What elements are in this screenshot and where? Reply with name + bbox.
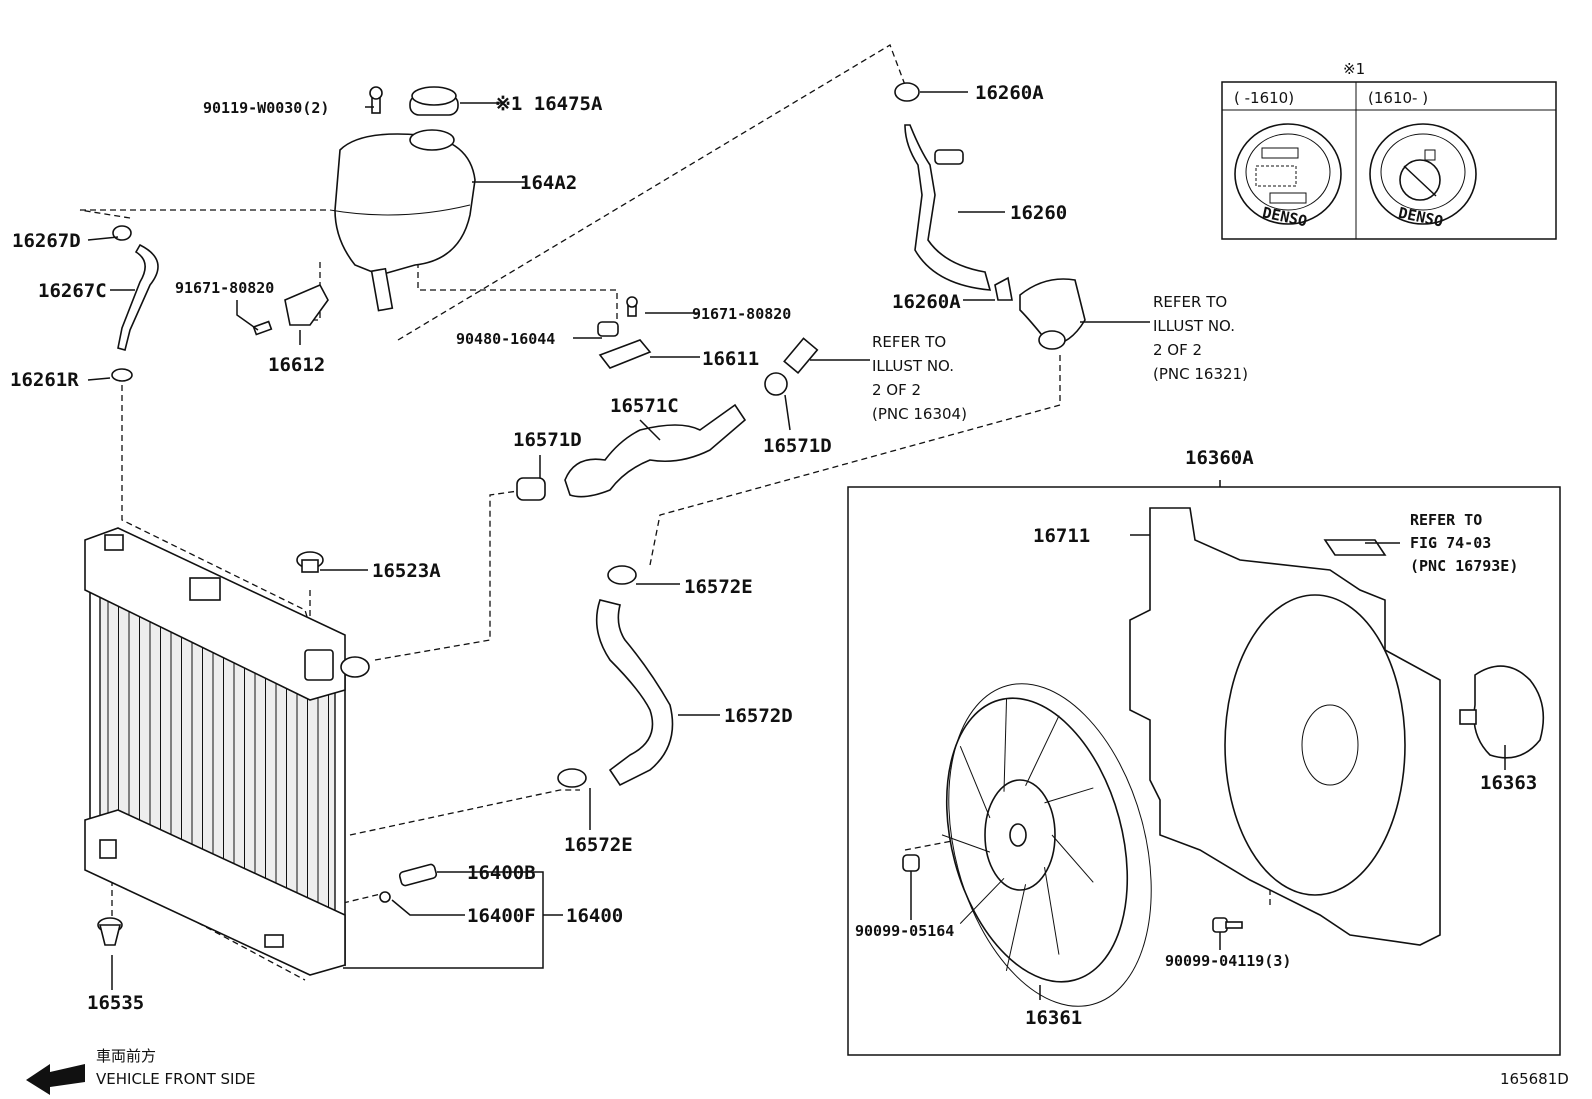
callout-16611: 16611 bbox=[702, 348, 759, 370]
leader-lines bbox=[87, 91, 1506, 1000]
fan-blade bbox=[1044, 787, 1094, 804]
fan-assembly bbox=[847, 480, 1561, 1056]
svg-text:ILLUST NO.: ILLUST NO. bbox=[872, 357, 954, 375]
refer-note-16321: REFER TO ILLUST NO. 2 OF 2 (PNC 16321) bbox=[1153, 293, 1248, 383]
fan-blade bbox=[959, 877, 1005, 924]
diagram-id: 165681D bbox=[1500, 1070, 1569, 1088]
svg-text:(PNC 16793E): (PNC 16793E) bbox=[1410, 557, 1518, 575]
lower-hose-16572D bbox=[557, 565, 674, 788]
callout-91671-a: 91671-80820 bbox=[175, 279, 274, 297]
fan-blades bbox=[941, 699, 1094, 971]
bracket-16612 bbox=[252, 283, 329, 336]
fan-blade bbox=[1025, 715, 1060, 786]
callout-164A2: 164A2 bbox=[520, 172, 577, 194]
svg-text:REFER TO: REFER TO bbox=[1153, 293, 1227, 311]
callout-labels: 16267D 16267C 16261R 90119-W0030(2) ※1 1… bbox=[10, 82, 1537, 1029]
callout-16260: 16260 bbox=[1010, 202, 1067, 224]
arrow-left-icon bbox=[26, 1064, 85, 1095]
fan-blade bbox=[959, 746, 991, 819]
callout-16260A-mid: 16260A bbox=[892, 291, 961, 313]
callout-90480: 90480-16044 bbox=[456, 330, 555, 348]
upper-hose-16571C bbox=[516, 337, 819, 501]
callout-16260A-top: 16260A bbox=[975, 82, 1044, 104]
sensor-16400 bbox=[379, 863, 438, 903]
reservoir-hose bbox=[111, 225, 159, 382]
radiator-caps bbox=[97, 551, 324, 946]
callout-90099-05164: 90099-05164 bbox=[855, 922, 954, 940]
refer-note-16304: REFER TO ILLUST NO. 2 OF 2 (PNC 16304) bbox=[872, 333, 967, 423]
svg-text:2 OF 2: 2 OF 2 bbox=[1153, 341, 1202, 359]
callout-91671-b: 91671-80820 bbox=[692, 305, 791, 323]
footer: 車両前方 VEHICLE FRONT SIDE 165681D bbox=[26, 1047, 1569, 1095]
fan-blade bbox=[1051, 834, 1094, 883]
svg-text:2 OF 2: 2 OF 2 bbox=[872, 381, 921, 399]
fan-blade bbox=[1005, 884, 1027, 971]
callout-16572E-bot: 16572E bbox=[564, 834, 633, 856]
callout-16571D-left: 16571D bbox=[513, 429, 582, 451]
svg-text:REFER TO: REFER TO bbox=[1410, 511, 1482, 529]
bracket-16611 bbox=[597, 296, 652, 369]
refer-note-fig: REFER TO FIG 74-03 (PNC 16793E) bbox=[1410, 511, 1518, 575]
callout-16571C: 16571C bbox=[610, 395, 679, 417]
callout-16360A: 16360A bbox=[1185, 447, 1254, 469]
front-label-jp: 車両前方 bbox=[96, 1047, 156, 1065]
inset-title: ※1 bbox=[1343, 60, 1365, 78]
svg-text:(PNC 16321): (PNC 16321) bbox=[1153, 365, 1248, 383]
reservoir-tank bbox=[329, 86, 476, 312]
callout-16572E-top: 16572E bbox=[684, 576, 753, 598]
svg-text:REFER TO: REFER TO bbox=[872, 333, 946, 351]
callout-90099-04119: 90099-04119(3) bbox=[1165, 952, 1291, 970]
svg-text:FIG 74-03: FIG 74-03 bbox=[1410, 534, 1491, 552]
callout-16612: 16612 bbox=[268, 354, 325, 376]
callout-16400F: 16400F bbox=[467, 905, 536, 927]
callout-16475A: ※1 16475A bbox=[495, 93, 603, 115]
callout-16267C: 16267C bbox=[38, 280, 107, 302]
callout-16400B: 16400B bbox=[467, 862, 536, 884]
callout-16361: 16361 bbox=[1025, 1007, 1082, 1029]
callout-16571D-right: 16571D bbox=[763, 435, 832, 457]
callout-16363: 16363 bbox=[1480, 772, 1537, 794]
svg-text:ILLUST NO.: ILLUST NO. bbox=[1153, 317, 1235, 335]
callout-90119: 90119-W0030(2) bbox=[203, 99, 329, 117]
callout-16535: 16535 bbox=[87, 992, 144, 1014]
fan-blade bbox=[1003, 699, 1008, 792]
callout-16400: 16400 bbox=[566, 905, 623, 927]
callout-16572D: 16572D bbox=[724, 705, 793, 727]
radiator-fins bbox=[107, 578, 329, 948]
cap-variant-inset: ※1 ( -1610) (1610- ) DENSO DENSO bbox=[1221, 60, 1557, 240]
svg-text:(PNC 16304): (PNC 16304) bbox=[872, 405, 967, 423]
front-label-en: VEHICLE FRONT SIDE bbox=[96, 1070, 256, 1088]
fan-blade bbox=[1044, 867, 1060, 955]
hose-16260 bbox=[894, 82, 1086, 350]
callout-16261R: 16261R bbox=[10, 369, 79, 391]
inset-col-left: ( -1610) bbox=[1234, 89, 1294, 107]
inset-col-right: (1610- ) bbox=[1368, 89, 1428, 107]
callout-16711: 16711 bbox=[1033, 525, 1090, 547]
fan-blade bbox=[941, 834, 991, 853]
radiator-assembly bbox=[84, 527, 370, 976]
callout-16267D: 16267D bbox=[12, 230, 81, 252]
callout-16523A: 16523A bbox=[372, 560, 441, 582]
